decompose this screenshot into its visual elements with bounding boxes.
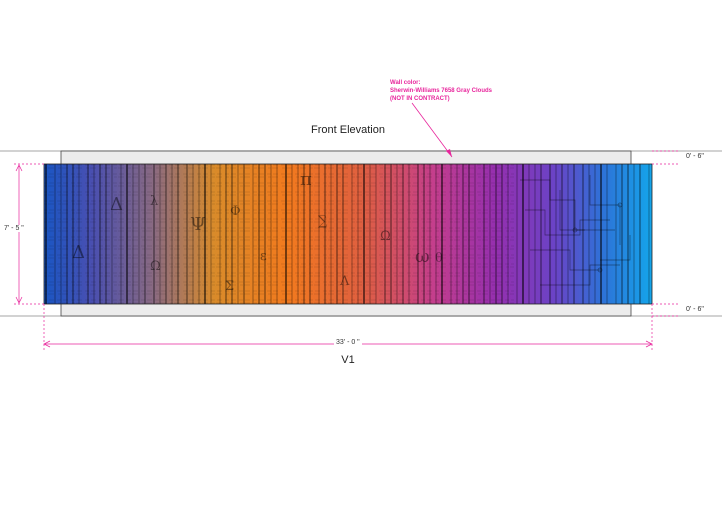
- mural-glyph: ∑: [318, 214, 328, 229]
- bottom-offset-label: 0' - 6": [684, 306, 706, 313]
- mural-glyph: ε: [260, 249, 267, 264]
- mural-glyph: ω: [415, 246, 430, 267]
- width-dimension-label: 33' - 0 ": [334, 339, 362, 346]
- mural-glyph: Ω: [150, 259, 161, 274]
- mural-glyph: Δ: [72, 242, 85, 263]
- wall-note-line1: Wall color:: [390, 80, 421, 86]
- mural-glyph: π: [300, 169, 312, 190]
- height-dimension-label: 7' - 5 ": [2, 225, 26, 232]
- mural-glyph: Λ: [339, 274, 350, 289]
- mural-outline: [43, 163, 653, 305]
- mural-glyph: θ: [435, 251, 443, 266]
- note-leader-arrow: [446, 149, 452, 157]
- mural-glyph: Φ: [230, 204, 241, 219]
- wall-color-note: Wall color: Sherwin-Williams 7658 Gray C…: [390, 79, 492, 103]
- height-dimension: [14, 163, 44, 305]
- vertical-fins: [45, 164, 650, 304]
- mural-glyph: Ω: [380, 229, 391, 244]
- note-leader: [411, 102, 453, 158]
- offset-dimensions: [652, 150, 680, 317]
- mural-glyph: Σ: [225, 279, 234, 294]
- drawing-title: Front Elevation: [311, 124, 385, 136]
- wall-note-line2: Sherwin-Williams 7658 Gray Clouds: [390, 88, 492, 94]
- top-offset-label: 0' - 6": [684, 153, 706, 160]
- mural-glyph: Δ: [110, 194, 123, 215]
- wall-note-line3: (NOT IN CONTRACT): [390, 96, 450, 102]
- circuit-pattern: [520, 175, 631, 286]
- view-label: V1: [341, 354, 355, 366]
- mural-glyph: Ψ: [190, 214, 206, 235]
- mural-glyph: λ: [150, 194, 158, 209]
